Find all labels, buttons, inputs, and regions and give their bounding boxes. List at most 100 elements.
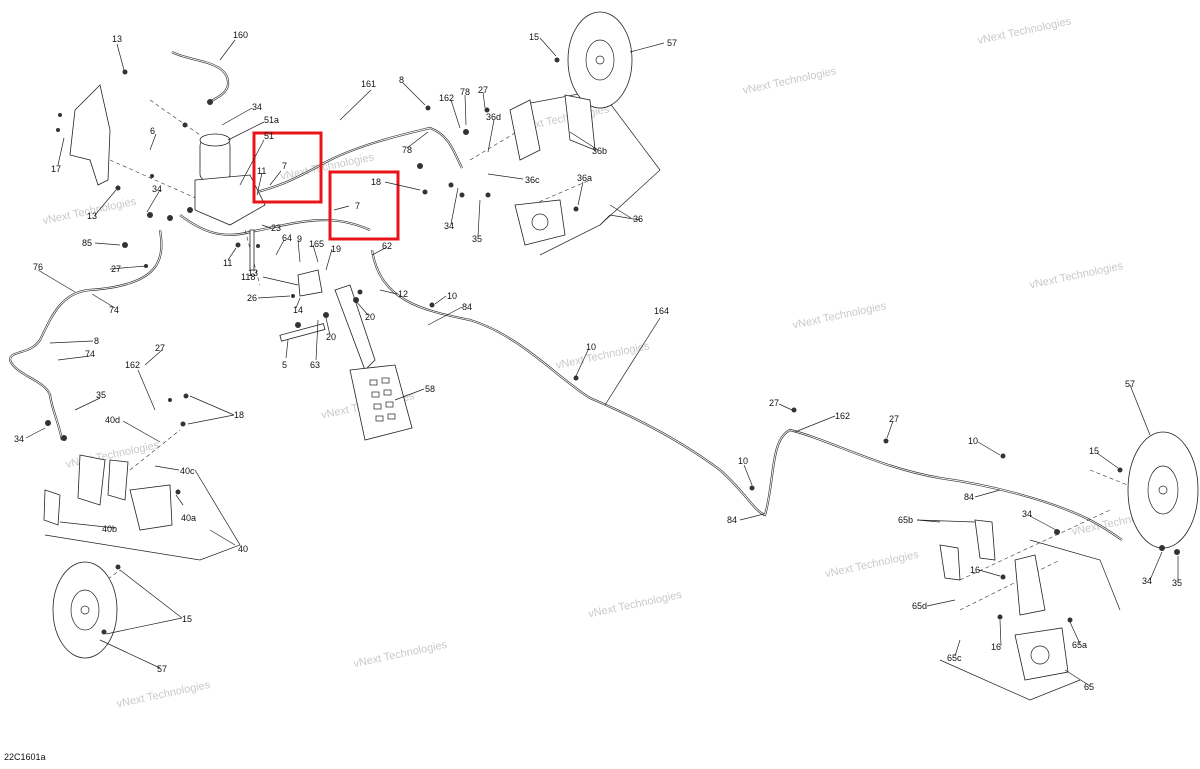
brake-disc-right	[1127, 431, 1199, 549]
leader-lines	[25, 37, 1179, 687]
part-label-65c: 65c	[947, 653, 962, 663]
part-label-6: 6	[150, 126, 155, 136]
part-label-57: 57	[667, 38, 677, 48]
part-label-13: 13	[248, 268, 258, 278]
part-label-13: 13	[112, 34, 122, 44]
part-label-36a: 36a	[577, 173, 592, 183]
part-label-27: 27	[155, 343, 165, 353]
part-label-9: 9	[297, 234, 302, 244]
part-label-84: 84	[727, 515, 737, 525]
part-label-7: 7	[282, 161, 287, 171]
highlight-box-part-7-lower	[328, 170, 400, 241]
part-label-10: 10	[968, 436, 978, 446]
part-label-78: 78	[460, 87, 470, 97]
watermark: vNext Technologies	[792, 300, 888, 332]
part-label-51: 51	[264, 131, 274, 141]
part-label-16: 16	[991, 642, 1001, 652]
part-label-76: 76	[33, 262, 43, 272]
watermark: vNext Technologies	[587, 589, 683, 621]
part-label-57: 57	[1125, 379, 1135, 389]
part-label-34: 34	[252, 102, 262, 112]
master-cylinder	[194, 133, 266, 271]
part-label-36: 36	[633, 214, 643, 224]
part-label-74: 74	[109, 305, 119, 315]
part-label-63: 63	[310, 360, 320, 370]
part-label-35: 35	[1172, 578, 1182, 588]
part-label-11: 11	[223, 258, 232, 268]
part-label-23: 23	[271, 223, 281, 233]
caliper-65	[939, 519, 1069, 681]
group-outlines	[44, 89, 1121, 701]
part-label-10: 10	[586, 342, 596, 352]
part-label-74: 74	[85, 349, 95, 359]
part-label-20: 20	[365, 312, 375, 322]
watermark: vNext Technologies	[555, 340, 651, 372]
part-label-16: 16	[970, 565, 980, 575]
part-label-27: 27	[889, 414, 899, 424]
part-label-65d: 65d	[912, 601, 927, 611]
watermark: vNext Technologies	[977, 15, 1073, 47]
watermarks: vNext Technologies vNext Technologies vN…	[42, 15, 1167, 711]
part-label-27: 27	[111, 264, 121, 274]
part-label-18: 18	[234, 410, 244, 420]
part-label-162: 162	[439, 93, 454, 103]
part-label-27: 27	[478, 85, 488, 95]
brake-pedal	[279, 269, 413, 441]
watermark: vNext Technologies	[1029, 260, 1125, 292]
caliper-40	[43, 454, 173, 531]
highlights	[252, 131, 400, 241]
brake-disc-bottom-left	[52, 561, 118, 659]
part-label-20: 20	[326, 332, 336, 342]
part-label-40b: 40b	[102, 524, 117, 534]
part-label-57: 57	[157, 664, 167, 674]
caliper-36	[509, 94, 596, 246]
part-label-15: 15	[182, 614, 192, 624]
part-label-34: 34	[1142, 576, 1152, 586]
part-labels: 13 160 34 51a 6 51 7 11 17 13 34 85 11 1…	[14, 30, 1182, 692]
watermark: vNext Technologies	[116, 679, 212, 711]
brake-disc-top-right	[567, 11, 633, 109]
part-label-118: 118	[241, 272, 255, 282]
part-label-11: 11	[257, 166, 266, 176]
part-label-26: 26	[247, 293, 257, 303]
watermark: vNext Technologies	[353, 639, 449, 671]
bracket-17	[69, 84, 111, 186]
part-label-5: 5	[282, 360, 287, 370]
part-label-34: 34	[444, 221, 454, 231]
part-label-40c: 40c	[180, 466, 195, 476]
part-label-10: 10	[447, 291, 457, 301]
part-label-8: 8	[399, 75, 404, 85]
part-label-34: 34	[1022, 509, 1032, 519]
part-label-162: 162	[125, 360, 140, 370]
part-label-27: 27	[769, 398, 779, 408]
part-label-78: 78	[402, 145, 412, 155]
part-label-85: 85	[82, 238, 92, 248]
part-label-65a: 65a	[1072, 640, 1087, 650]
part-label-40a: 40a	[181, 513, 196, 523]
part-label-161: 161	[361, 79, 376, 89]
part-label-65b: 65b	[898, 515, 913, 525]
part-label-10: 10	[738, 456, 748, 466]
part-label-84: 84	[462, 302, 472, 312]
part-label-58: 58	[425, 384, 435, 394]
part-label-62: 62	[382, 241, 392, 251]
part-label-36b: 36b	[592, 146, 607, 156]
part-label-15: 15	[1089, 446, 1099, 456]
part-label-17: 17	[51, 164, 61, 174]
part-label-162: 162	[835, 411, 850, 421]
part-label-14: 14	[293, 305, 303, 315]
brake-lines	[8, 51, 1123, 541]
part-label-160: 160	[233, 30, 248, 40]
part-label-34: 34	[152, 184, 162, 194]
part-label-84: 84	[964, 492, 974, 502]
part-label-65: 65	[1084, 682, 1094, 692]
part-label-12: 12	[398, 289, 408, 299]
part-label-15: 15	[529, 32, 539, 42]
diagram-code: 22C1601a	[4, 752, 46, 762]
part-label-35: 35	[96, 390, 106, 400]
part-label-64: 64	[282, 233, 292, 243]
part-label-34: 34	[14, 434, 24, 444]
part-label-7: 7	[355, 201, 360, 211]
part-label-36c: 36c	[525, 175, 540, 185]
part-label-8: 8	[94, 336, 99, 346]
